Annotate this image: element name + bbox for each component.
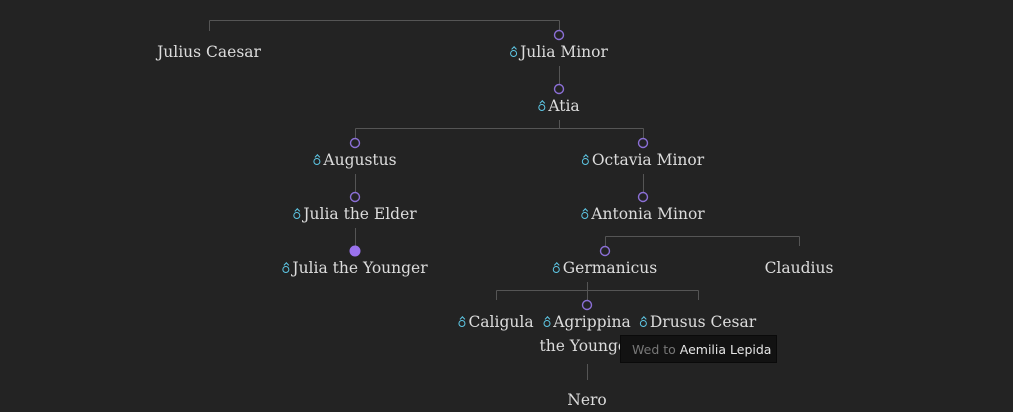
marker-germanicus	[599, 245, 611, 257]
person-name: Augustus	[323, 151, 397, 169]
person-caligula[interactable]: Caligula	[458, 310, 534, 334]
person-name: Octavia Minor	[591, 151, 705, 169]
marker-julia-younger-selected	[349, 245, 361, 257]
tooltip-spouse-name: Aemilia Lepida	[679, 342, 772, 357]
spouse-icon	[581, 211, 589, 219]
spouse-icon	[581, 157, 589, 165]
person-name: Julia the Elder	[303, 205, 417, 223]
person-name: Julia the Younger	[292, 259, 428, 277]
person-octavia-minor[interactable]: Octavia Minor	[581, 148, 705, 172]
person-name-line1: Agrippina	[553, 313, 631, 331]
marker-antonia-minor	[637, 191, 649, 203]
spouse-icon	[282, 265, 290, 273]
person-germanicus[interactable]: Germanicus	[552, 256, 658, 280]
person-name: Julius Caesar	[157, 43, 261, 61]
person-julia-the-elder[interactable]: Julia the Elder	[293, 202, 417, 226]
spouse-icon	[458, 319, 466, 327]
spouse-icon	[538, 103, 546, 111]
person-name: Claudius	[764, 259, 834, 277]
person-name: Atia	[548, 97, 580, 115]
spouse-icon	[543, 319, 551, 327]
person-antonia-minor[interactable]: Antonia Minor	[581, 202, 705, 226]
person-julia-minor[interactable]: Julia Minor	[510, 40, 608, 64]
marker-octavia-minor	[637, 137, 649, 149]
spouse-icon	[510, 49, 518, 57]
spouse-icon	[293, 211, 301, 219]
person-julia-the-younger[interactable]: Julia the Younger	[282, 256, 428, 280]
person-name: Julia Minor	[520, 43, 608, 61]
person-name: Drusus Cesar	[649, 313, 757, 331]
person-name-line2: the Younger	[539, 337, 635, 355]
person-nero[interactable]: Nero	[567, 388, 606, 412]
person-name: Antonia Minor	[591, 205, 705, 223]
marker-julia-elder	[349, 191, 361, 203]
person-name: Caligula	[468, 313, 534, 331]
spouse-icon	[552, 265, 560, 273]
person-claudius[interactable]: Claudius	[765, 256, 834, 280]
marker-julia-minor	[553, 29, 565, 41]
spouse-icon	[639, 319, 647, 327]
marker-agrippina	[581, 299, 593, 311]
person-atia[interactable]: Atia	[538, 94, 580, 118]
person-name: Nero	[567, 391, 607, 409]
marker-augustus	[349, 137, 361, 149]
spouse-tooltip: Wed to Aemilia Lepida	[620, 335, 777, 363]
person-drusus-cesar[interactable]: Drusus Cesar	[639, 310, 757, 334]
person-agrippina-the-younger[interactable]: Agrippina the Younger	[540, 310, 635, 358]
tooltip-prefix: Wed to	[632, 342, 676, 357]
spouse-icon	[313, 157, 321, 165]
person-name: Germanicus	[562, 259, 658, 277]
person-julius-caesar[interactable]: Julius Caesar	[157, 40, 261, 64]
person-augustus[interactable]: Augustus	[313, 148, 397, 172]
marker-atia	[553, 83, 565, 95]
